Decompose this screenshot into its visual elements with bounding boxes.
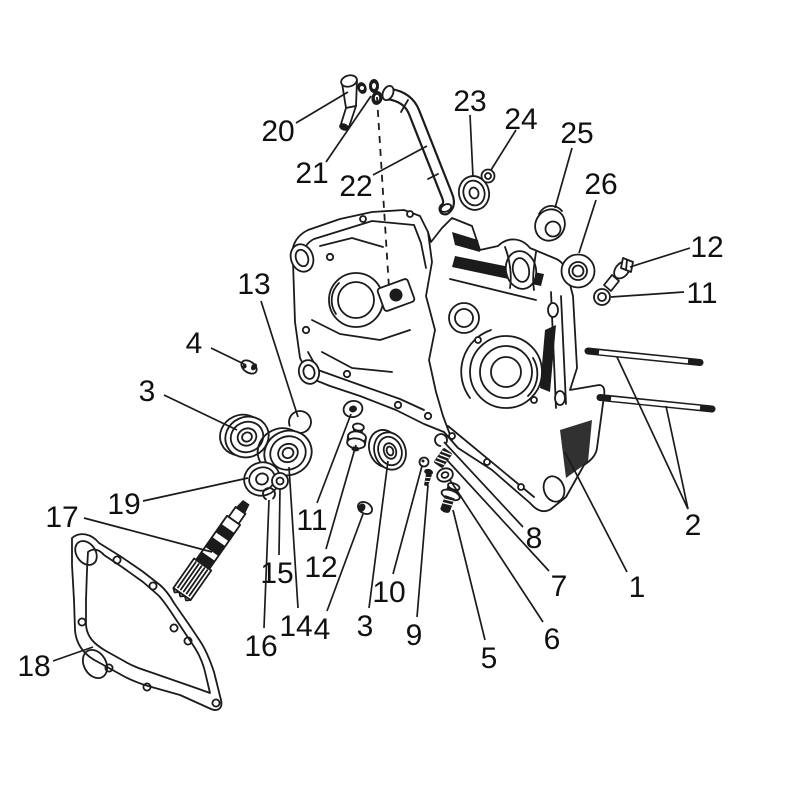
part-flange-bolt-12b <box>346 422 367 452</box>
dashed-alignment-line <box>376 96 390 289</box>
part-oil-seal-26 <box>560 253 596 289</box>
part-output-shaft <box>172 499 250 602</box>
callout-6-sealing-washer: 6 <box>544 623 561 656</box>
leader-line-13 <box>260 300 299 418</box>
part-breather-tube <box>381 84 455 216</box>
leader-line-12 <box>325 444 357 550</box>
leader-line-8 <box>443 441 524 528</box>
leader-line-6 <box>449 479 544 623</box>
callout-19-oil-seal: 19 <box>107 488 140 521</box>
part-bushing-25 <box>534 205 566 242</box>
leader-line-1 <box>564 451 628 573</box>
callout-1-crankcase-assembly: 1 <box>629 571 646 604</box>
leader-line-9 <box>416 484 429 618</box>
leader-line-15 <box>278 488 281 556</box>
callout-10-steel-ball: 10 <box>372 576 405 609</box>
leader-line-7 <box>446 459 550 572</box>
callout-18-cover-gasket: 18 <box>17 650 50 683</box>
leader-line-12 <box>629 247 691 268</box>
callout-11-washer: 11 <box>686 277 717 310</box>
callout-3-ball-bearing: 3 <box>139 375 156 408</box>
callout-12-flange-bolt: 12 <box>690 231 723 264</box>
part-crankcase-assembly <box>289 209 606 513</box>
callout-3-ball-bearing: 3 <box>357 610 374 643</box>
part-nut-4b <box>357 501 373 515</box>
callout-22-breather-tube: 22 <box>339 170 372 203</box>
leader-line-2 <box>616 356 689 510</box>
part-cylinder-stud-lower <box>596 394 716 413</box>
part-sealing-washer-6 <box>436 467 454 483</box>
part-ball-bearing-3b <box>368 429 407 471</box>
callout-4-nut: 4 <box>314 613 331 646</box>
part-drain-plug-5 <box>440 482 461 513</box>
callout-4-dowel-pin: 4 <box>186 327 203 360</box>
callout-2-cylinder-stud: 2 <box>685 509 702 542</box>
leader-line-24 <box>490 129 517 171</box>
callout-16-circlip: 16 <box>244 630 277 663</box>
leader-line-19 <box>142 477 249 502</box>
leader-line-3 <box>368 460 389 609</box>
part-breather-tee <box>339 74 367 131</box>
part-o-ring-8 <box>434 433 448 447</box>
part-cylinder-stud-upper <box>584 347 704 366</box>
part-washer-24 <box>480 168 496 184</box>
leader-line-10 <box>392 465 423 575</box>
leader-line-21 <box>325 95 372 163</box>
leader-line-14 <box>288 466 299 609</box>
part-flange-bolt-right <box>603 257 634 292</box>
callout-11-washer: 11 <box>296 504 327 537</box>
callout-17-output-shaft: 17 <box>45 501 78 534</box>
leader-line-17 <box>83 517 213 553</box>
leader-line-18 <box>52 646 94 662</box>
callout-13-circlip: 13 <box>237 268 270 301</box>
leader-line-16 <box>263 499 270 629</box>
callout-5-drain-plug: 5 <box>481 642 498 675</box>
callout-20-breather-tee: 20 <box>261 115 294 148</box>
part-screw-9 <box>423 468 434 487</box>
callout-26-oil-seal: 26 <box>584 168 617 201</box>
callout-8-o-ring: 8 <box>526 522 543 555</box>
part-dowel-pin <box>240 359 258 375</box>
callout-25-bushing: 25 <box>560 117 593 150</box>
leader-line-20 <box>295 91 349 124</box>
callout-9-screw: 9 <box>406 619 423 652</box>
part-washer-11b <box>342 399 364 419</box>
part-ball-bearing-14 <box>256 427 313 477</box>
leader-line-2 <box>665 405 689 510</box>
callout-7-spring: 7 <box>551 570 568 603</box>
leader-line-26 <box>578 199 597 254</box>
part-washer-right <box>593 288 611 306</box>
leader-line-4 <box>326 513 364 612</box>
part-circlip-16 <box>262 487 276 501</box>
callout-23-grommet-seal: 23 <box>453 85 486 118</box>
callout-14-ball-bearing: 14 <box>279 610 312 643</box>
part-hose-clamp <box>369 79 383 105</box>
leader-line-5 <box>452 509 486 641</box>
leader-line-23 <box>469 114 474 178</box>
leader-line-25 <box>554 147 573 209</box>
leader-line-11 <box>610 291 685 298</box>
leader-line-22 <box>372 145 428 176</box>
callout-21-hose-clamp: 21 <box>295 157 328 190</box>
part-steel-ball-10 <box>418 456 430 468</box>
leader-line-4 <box>210 347 247 366</box>
leader-line-3 <box>163 394 238 431</box>
leader-line-11 <box>316 413 352 504</box>
part-grommet-seal-23 <box>457 175 491 211</box>
callout-12-flange-bolt: 12 <box>304 551 337 584</box>
callout-24-washer: 24 <box>504 103 537 136</box>
part-spring-7 <box>434 448 452 468</box>
part-washer-15 <box>271 472 289 490</box>
part-cover-gasket <box>71 533 223 711</box>
